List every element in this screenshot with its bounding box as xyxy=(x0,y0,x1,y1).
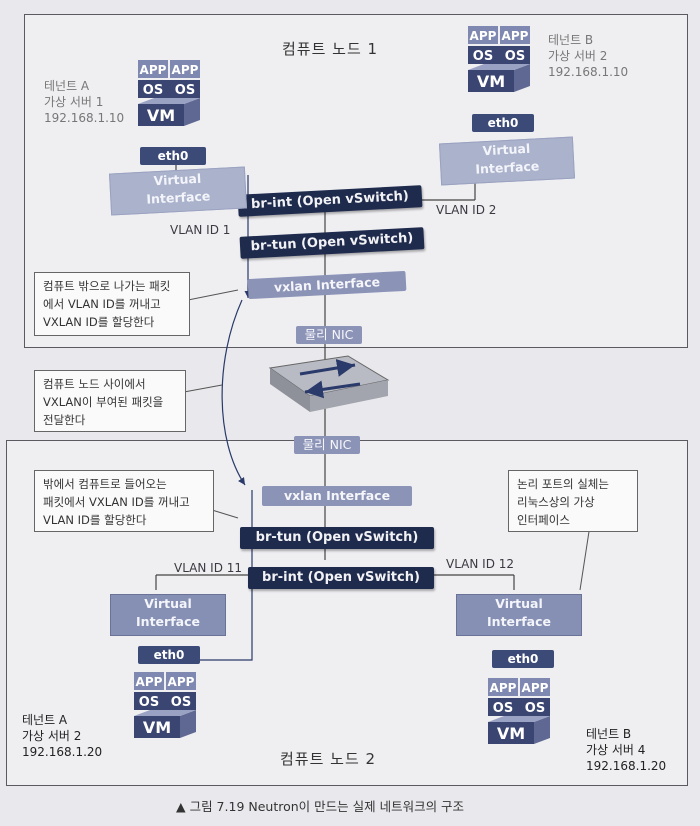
vlan-id-1-label: VLAN ID 1 xyxy=(170,223,231,237)
br-tun-bar-node2: br-tun (Open vSwitch) xyxy=(240,527,434,549)
svg-text:APP: APP xyxy=(168,675,195,689)
svg-text:OS: OS xyxy=(525,701,545,716)
svg-text:APP: APP xyxy=(140,63,167,77)
br-int-bar-node2: br-int (Open vSwitch) xyxy=(248,567,434,589)
svg-text:VM: VM xyxy=(497,724,525,743)
svg-text:APP: APP xyxy=(470,29,497,43)
svg-text:APP: APP xyxy=(136,675,163,689)
vlan-id-2-label: VLAN ID 2 xyxy=(436,203,497,217)
svg-text:OS: OS xyxy=(175,83,195,98)
physical-nic-bottom: 물리 NIC xyxy=(294,436,360,454)
svg-text:OS: OS xyxy=(493,701,513,716)
eth0-a2: eth0 xyxy=(138,646,200,664)
svg-text:OS: OS xyxy=(473,49,493,64)
svg-text:VM: VM xyxy=(477,72,505,91)
eth0-b2: eth0 xyxy=(472,114,534,132)
svg-text:APP: APP xyxy=(172,63,199,77)
svg-text:OS: OS xyxy=(171,695,191,710)
compute-node-1-title: 컴퓨트 노드 1 xyxy=(282,40,379,58)
svg-text:APP: APP xyxy=(522,681,549,695)
eth0-a1: eth0 xyxy=(140,147,206,165)
svg-text:VM: VM xyxy=(147,106,175,125)
svg-text:APP: APP xyxy=(490,681,517,695)
figure-caption: ▲ 그림 7.19 Neutron이 만드는 실제 네트워크의 구조 xyxy=(176,799,465,814)
svg-text:VM: VM xyxy=(143,718,171,737)
svg-text:OS: OS xyxy=(505,49,525,64)
vlan-id-12-label: VLAN ID 12 xyxy=(446,557,515,571)
vxlan-interface-node2: vxlan Interface xyxy=(262,486,412,506)
vlan-id-11-label: VLAN ID 11 xyxy=(174,561,243,575)
eth0-b4: eth0 xyxy=(492,650,554,668)
svg-text:APP: APP xyxy=(502,29,529,43)
physical-nic-top: 물리 NIC xyxy=(296,326,362,344)
svg-text:OS: OS xyxy=(143,83,163,98)
compute-node-2-title: 컴퓨트 노드 2 xyxy=(280,750,377,768)
svg-text:OS: OS xyxy=(139,695,159,710)
